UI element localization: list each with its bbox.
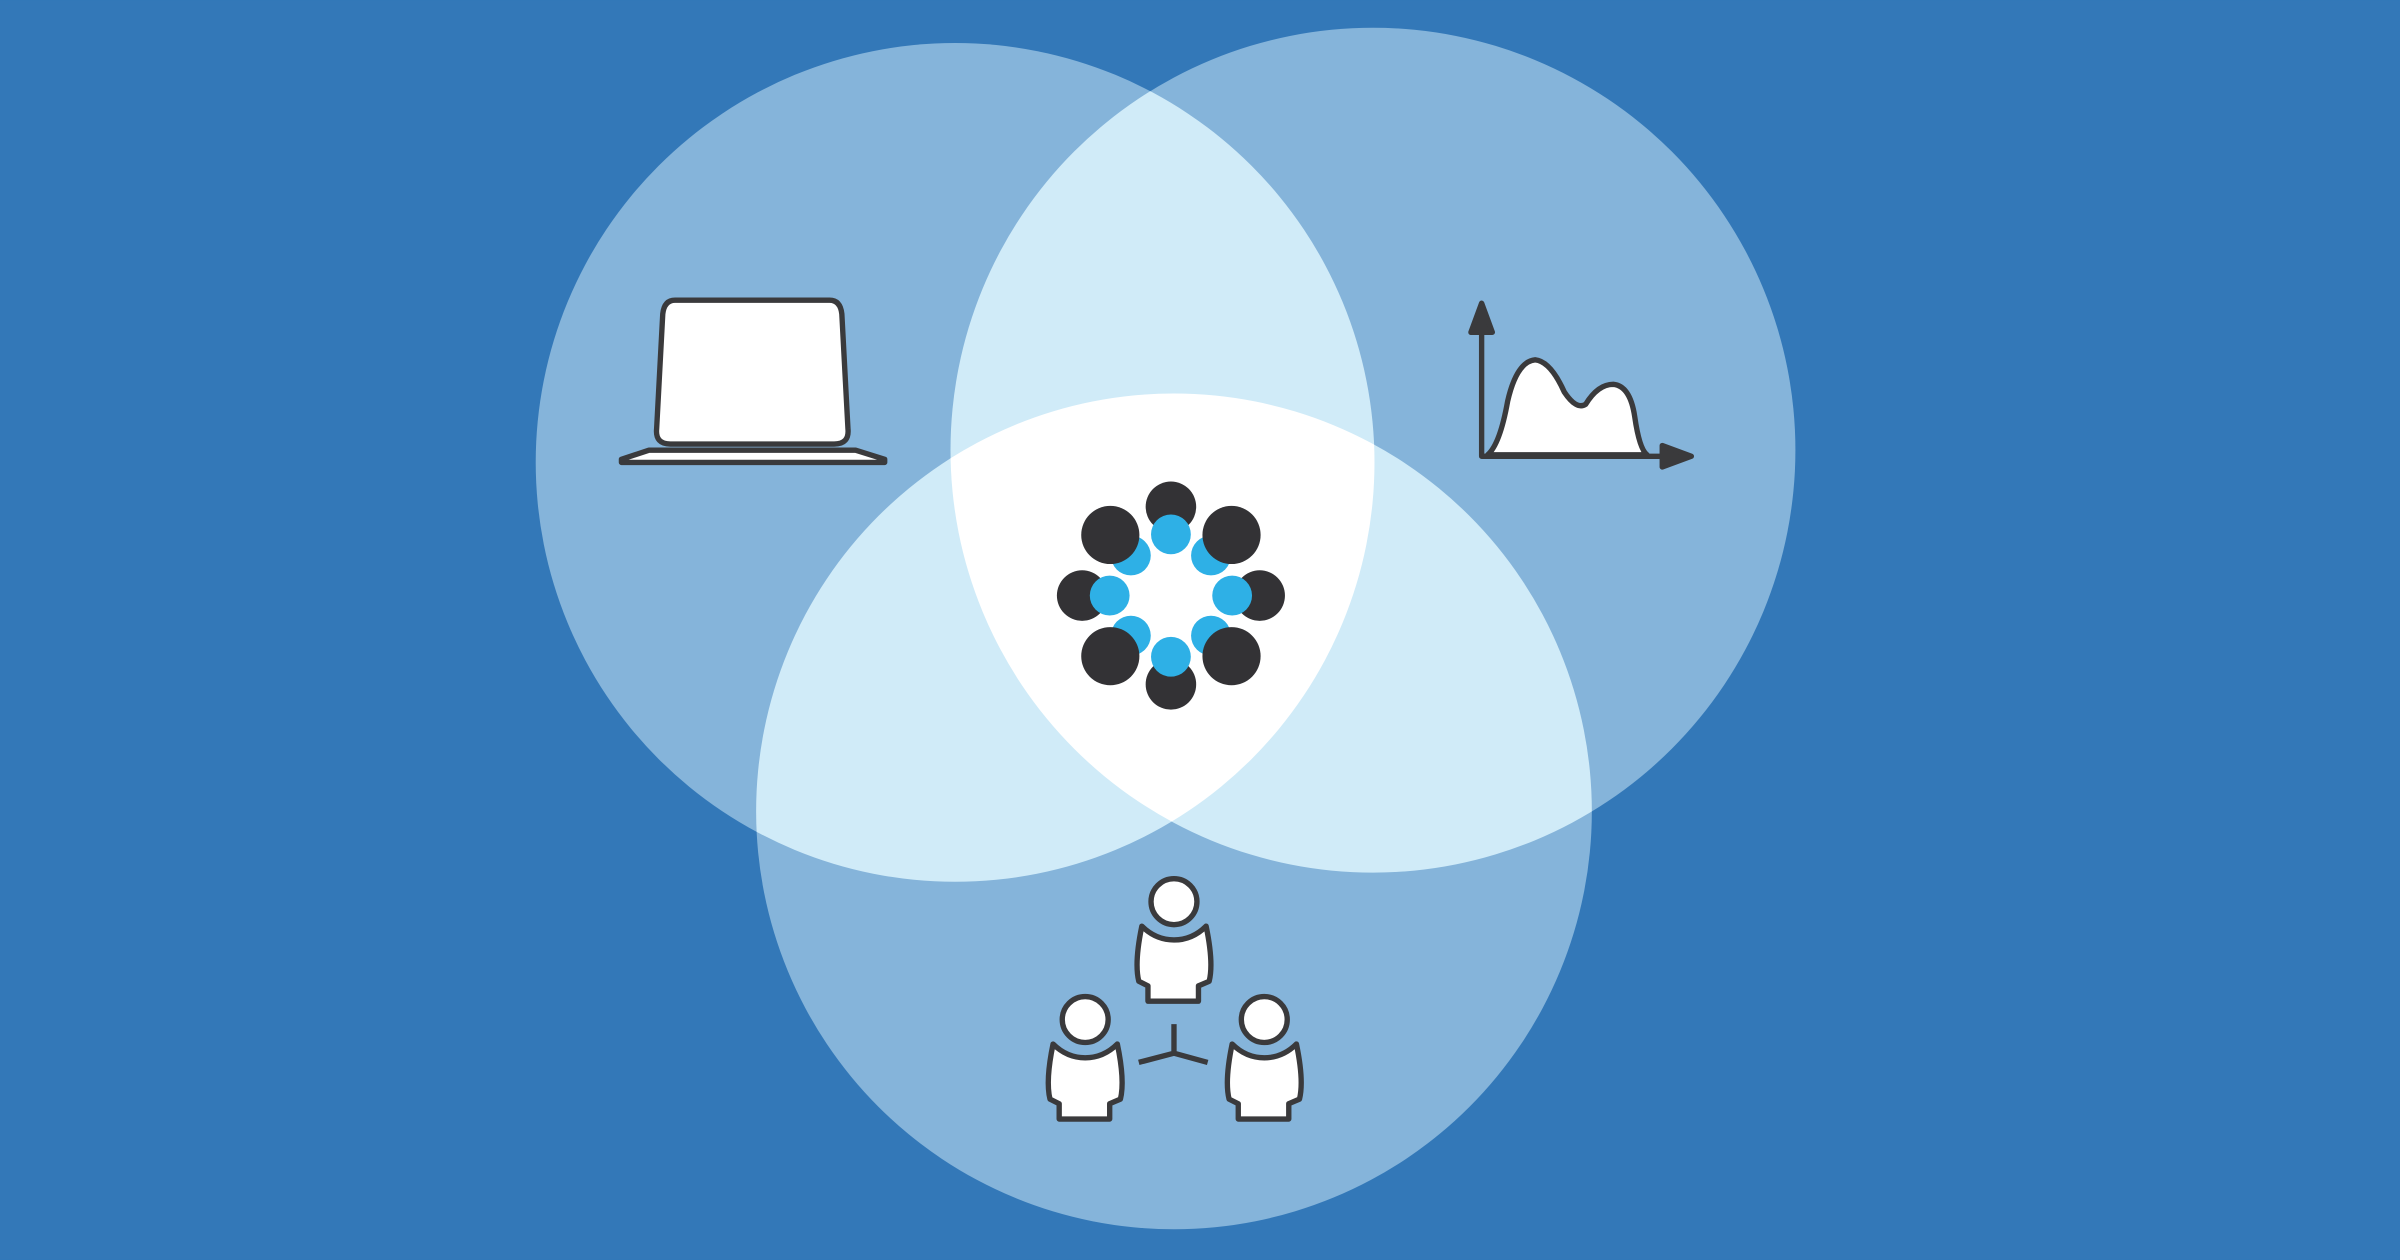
laptop-icon (618, 297, 888, 466)
dark-dot (1202, 505, 1261, 565)
molecule-ring-icon (1056, 481, 1285, 710)
blue-dot (1151, 636, 1191, 677)
blue-dot (1089, 575, 1130, 616)
dark-dot (1081, 505, 1140, 565)
dark-dot (1202, 627, 1261, 686)
connector-icon (1138, 1024, 1209, 1065)
person-icon (1224, 993, 1304, 1122)
dark-dot (1081, 627, 1140, 686)
person-icon (1045, 993, 1125, 1122)
distribution-chart-icon (1468, 300, 1695, 470)
people-group-icon (1045, 876, 1304, 1122)
blue-dot (1151, 514, 1191, 555)
person-icon (1134, 876, 1214, 1004)
blue-dot (1212, 575, 1253, 616)
